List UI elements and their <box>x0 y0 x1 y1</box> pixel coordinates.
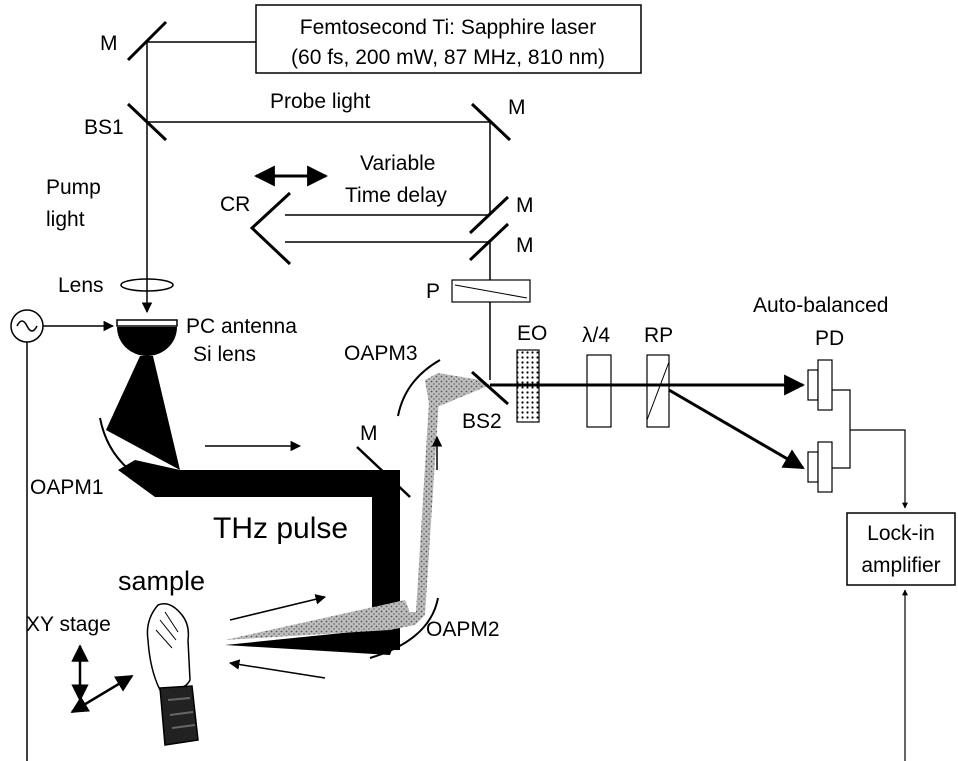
mirror-top-left-label: M <box>100 32 118 55</box>
quarter-wave-plate <box>586 354 612 428</box>
mirror-top-right <box>470 102 512 142</box>
photodiode-2-body <box>817 441 833 493</box>
photodiode-1-base <box>807 369 819 401</box>
lockin-label: Lock-in <box>867 522 935 545</box>
reflected-beam-vertical <box>403 383 440 625</box>
mirror-delay-2 <box>468 222 510 262</box>
split-beam-lower <box>668 388 805 470</box>
ac-wave <box>16 320 38 332</box>
eo-label: EO <box>517 322 547 345</box>
laser-box <box>255 4 642 74</box>
wollaston-diagonal <box>646 361 670 421</box>
cr-label: CR <box>220 193 250 216</box>
lockin-box <box>846 512 956 586</box>
oapm3-mirror <box>397 359 441 417</box>
oapm1-label: OAPM1 <box>30 476 104 499</box>
corner-reflector <box>249 191 292 266</box>
si-lens <box>117 327 177 356</box>
lens <box>120 278 174 292</box>
mirror-top-left <box>126 20 168 62</box>
probe-light-label: Probe light <box>270 90 371 113</box>
thz-beam-to-sample <box>225 630 400 655</box>
photodiode-1-body <box>817 359 833 411</box>
time-delay-label: Time delay <box>345 184 447 207</box>
photodiode-2-base <box>807 451 819 483</box>
oapm3-label: OAPM3 <box>344 342 418 365</box>
laser-title: Femtosecond Ti: Sapphire laser <box>300 16 596 39</box>
thz-beam-cone <box>106 356 180 470</box>
incident-arrow-right <box>229 594 327 621</box>
xy-stage-label: XY stage <box>26 613 111 636</box>
pd-label: PD <box>815 327 844 350</box>
bs1-label: BS1 <box>84 116 124 139</box>
rp-label: RP <box>644 324 673 347</box>
pd-wire-1 <box>832 389 851 469</box>
pump-label: Pump <box>46 176 101 199</box>
pump-light-label: light <box>46 208 85 231</box>
xy-stage-arrow-diagonal <box>70 674 134 714</box>
lens-label: Lens <box>58 274 104 297</box>
mirror-delay-1-label: M <box>516 194 534 217</box>
quarter-wave-label: λ/4 <box>582 324 610 347</box>
reflected-beam-top <box>425 373 490 410</box>
amplifier-label: amplifier <box>861 554 940 577</box>
sample-hand-icon <box>146 603 199 746</box>
sample-label: sample <box>118 566 205 596</box>
pc-antenna-label: PC antenna <box>186 315 297 338</box>
mirror-mid-label: M <box>360 422 378 445</box>
polarizer-diagonal <box>454 284 528 299</box>
pd-to-lockin-wire <box>850 429 908 509</box>
beam-splitter-2 <box>471 370 509 406</box>
pc-antenna <box>116 319 178 327</box>
incident-arrow-left <box>228 659 326 679</box>
thz-beam-horizontal <box>118 460 400 497</box>
si-lens-label: Si lens <box>193 343 256 366</box>
thz-pulse-label: THz pulse <box>213 512 348 545</box>
mirror-top-right-label: M <box>508 96 526 119</box>
mirror-delay-2-label: M <box>516 234 534 257</box>
auto-balanced-label: Auto-balanced <box>753 294 888 317</box>
polarizer-label: P <box>426 280 440 303</box>
bs2-label: BS2 <box>462 410 502 433</box>
variable-label: Variable <box>360 152 436 175</box>
laser-specs: (60 fs, 200 mW, 87 MHz, 810 nm) <box>291 46 605 69</box>
oapm2-label: OAPM2 <box>426 618 500 641</box>
reflected-beam-gray <box>225 600 415 640</box>
